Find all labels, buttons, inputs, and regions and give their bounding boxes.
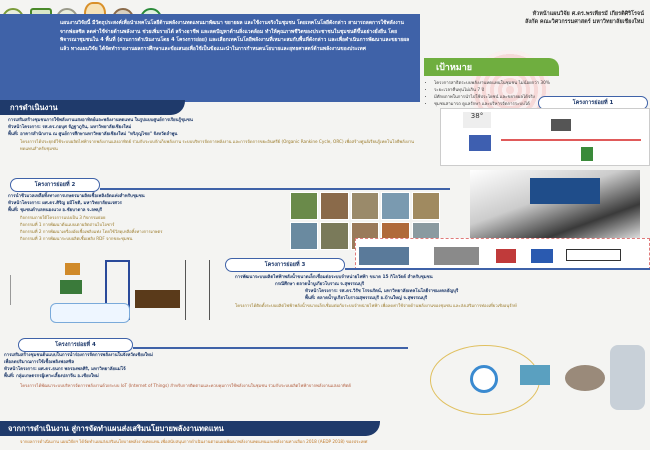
project2-photo-grid: [290, 192, 440, 250]
activity-item: กิจกรรมภายใต้โครงการแบ่งเป็น 3 กิจกรรมย่…: [20, 215, 106, 220]
project2-activities: กิจกรรมภายใต้โครงการแบ่งเป็น 3 กิจกรรมย่…: [20, 214, 290, 242]
project3-site: พื้นที่: ตลาดน้ำบูเกียวโบราณสุพรรณบุรี อ…: [305, 296, 428, 301]
project4-iot-diagram: [385, 340, 650, 420]
project2-label: โครงการย่อยที่ 2: [10, 178, 100, 192]
project3-body: โครงการได้ติดตั้งระบบผลิตไฟฟ้าพลังน้ำขนา…: [235, 303, 517, 308]
project3-case: กรณีศึกษา ตลาดน้ำบูเกียวโบราณ จ.สุพรรณบุ…: [275, 282, 365, 287]
temperature-readout: 38°: [463, 112, 491, 128]
goals-heading: เป้าหมาย: [424, 58, 559, 76]
project1-info: การเสริมสร้างชุมชนการใช้พลังงานแสงอาทิตย…: [8, 117, 408, 138]
project1-leader: หัวหน้าโครงการ: รศ.ดร.กอบุศ จัฏฐาภูรัน, …: [8, 125, 132, 130]
project2-machine-render: [470, 170, 640, 245]
project1-title: การเสริมสร้างชุมชนการใช้พลังงานแสงอาทิตย…: [8, 118, 193, 123]
project1-site: พื้นที่: อาคารสำนักงาน ณ ศูนย์การศึกษามห…: [8, 132, 178, 137]
project3-label: โครงการย่อยที่ 3: [225, 258, 345, 272]
solar-panel-icon: [469, 135, 491, 151]
furnace-photo: [135, 290, 180, 308]
project2-info: การนำชีวมวลเหลือทิ้งทางการเกษตรมาผลิตเชื…: [8, 193, 288, 214]
sun-icon: [65, 263, 80, 275]
project2-site: พื้นที่: ชุมชนตำบลหนองแวง อ.ชัยบาดาล จ.ล…: [8, 208, 102, 213]
activity-item: กิจกรรมที่ 2 การพัฒนาเครื่องอัดเชื้อเพลิ…: [20, 229, 163, 234]
goal-item: ชุมชนสามารถ ดูแลรักษา และบริหารจัดการระบ…: [434, 101, 643, 108]
project3-title: การพัฒนาระบบผลิตไฟฟ้าพลังน้ำขนาดเล็กเชื่…: [235, 275, 433, 280]
project4-body: โครงการได้พัฒนาระบบบริหารจัดการพลังงานด้…: [20, 383, 351, 388]
goal-item: ระยะเวลาคืนทุนไม่เกิน 7 ปี: [434, 87, 643, 94]
project4-label: โครงการย่อยที่ 4: [18, 338, 133, 352]
battery-icon: [581, 147, 593, 161]
project4-site: พื้นที่: กลุ่มเกษตรกรผู้เพาะเลี้ยงปลาจีน…: [4, 374, 99, 379]
activity-item: กิจกรรมที่ 3 การพัฒนาระบบผลิตเชื้อเพลิง …: [20, 236, 133, 241]
goal-item: โครงการสาธิตระบบพลังงานทดแทนในชุมชน ไม่น…: [434, 80, 643, 87]
project4-leader: หัวหน้าโครงการ: ผศ.ดร.ธนกร พลรองพลศิริ, …: [4, 367, 126, 372]
wind-turbine-icon: [10, 275, 30, 305]
goal-item: มีศักยภาพในการนำไปใช้ประโยชน์ และขยายผลไ…: [434, 94, 643, 101]
project3-process-diagram: [355, 238, 650, 270]
activity-item: กิจกรรมที่ 1 การพัฒนาต้นแบบเตาผลิตถ่านไบ…: [20, 222, 115, 227]
project2-title: การนำชีวมวลเหลือทิ้งทางการเกษตรมาผลิตเชื…: [8, 194, 145, 199]
goals-list: โครงการสาธิตระบบพลังงานทดแทนในชุมชน ไม่น…: [428, 80, 643, 108]
project3-system-diagram: [5, 255, 215, 335]
policy-heading: จากการดำเนินงาน สู่การจัดทำแผนส่งเสริมนโ…: [0, 421, 380, 436]
project3-info: การพัฒนาระบบผลิตไฟฟ้าพลังน้ำขนาดเล็กเชื่…: [235, 274, 650, 302]
author-affiliation: สังกัด คณะวิศวกรรมศาสตร์ มหาวิทยาลัยเชีย…: [525, 19, 644, 25]
project1-diagram: 38°: [440, 108, 650, 166]
author-name: หัวหน้าแผนวิจัย ศ.ดร.พรเทียรมั เกียรติศิ…: [532, 11, 644, 17]
project4-info: การเสริมสร้างชุมชนต้นแบบในการนำร่องการจั…: [4, 352, 384, 380]
project3-leader: หัวหน้าโครงการ: รศ.ดร.วิรัช โรจนรัตน์, ม…: [305, 289, 459, 294]
author-block: หัวหน้าแผนวิจัย ศ.ดร.พรเทียรมั เกียรติศิ…: [525, 10, 644, 26]
operation-heading: การดำเนินงาน: [0, 100, 185, 115]
transmission-tower-icon: [185, 260, 210, 320]
inverter-icon: [551, 119, 571, 131]
policy-body: จากผลการดำเนินงาน แผนวิจัยฯ ได้จัดทำแผนส…: [20, 439, 368, 444]
intro-box: แผนงานวิจัยนี้ มีวัตถุประสงค์เพื่อนำเทคโ…: [0, 14, 420, 102]
project4-subtitle: เพื่อลดปริมาณการใช้เชื้อเพลิงฟอสซิล: [4, 360, 75, 365]
project1-body: โครงการได้ประยุกต์ใช้ระบบผลิตไฟฟ้าจากพลั…: [20, 139, 415, 151]
project4-title: การเสริมสร้างชุมชนต้นแบบในการนำร่องการจั…: [4, 353, 153, 358]
solar-panel-icon: [60, 280, 82, 294]
project2-leader: หัวหน้าโครงการ: ผศ.ดร.ศิริญ อมีโชติ, มหา…: [8, 201, 122, 206]
